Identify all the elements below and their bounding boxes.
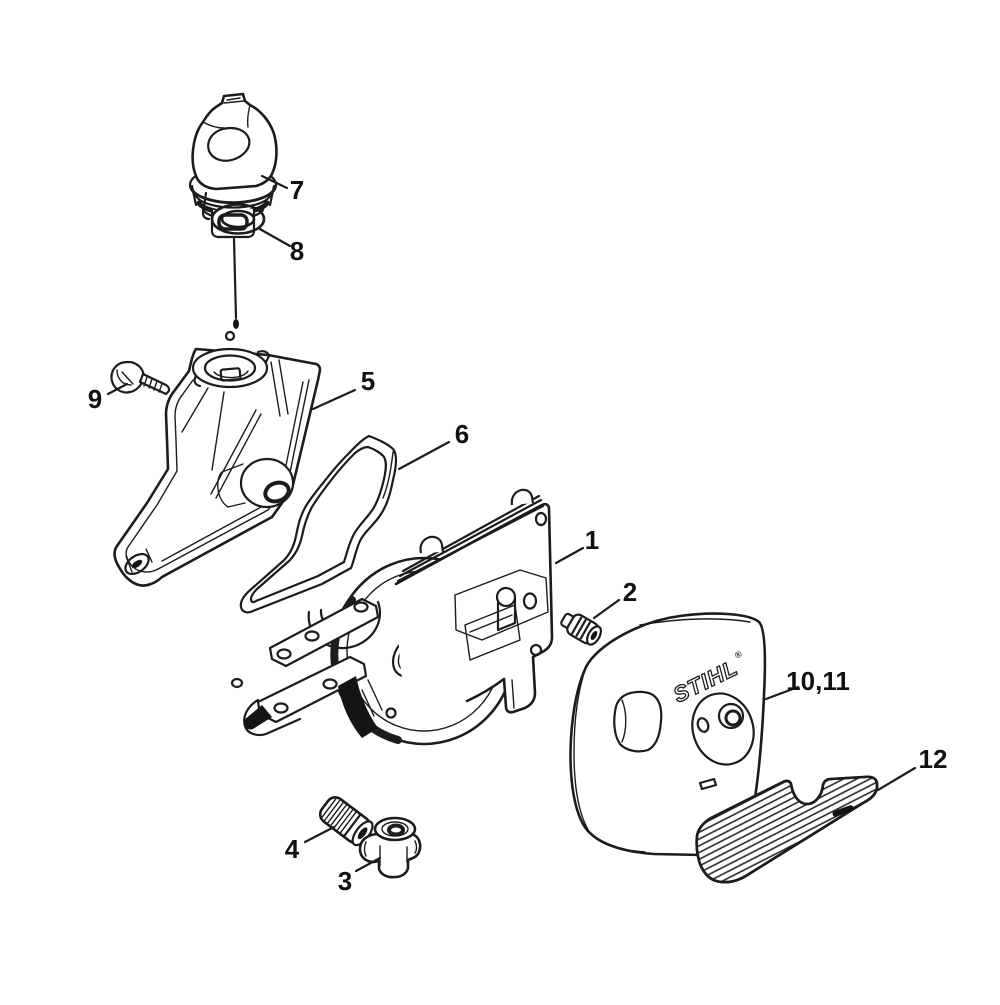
knurled-plug-drawing (318, 796, 374, 847)
callout-4: 4 (285, 834, 300, 864)
callout-3: 3 (338, 866, 352, 896)
leader-line-2 (592, 598, 621, 620)
tank-boss (217, 457, 295, 509)
leader-line-5 (311, 388, 357, 411)
callout-10-11: 10,11 (786, 666, 850, 696)
leader-line-4 (303, 825, 336, 844)
fuel-tank-drawing (113, 347, 322, 587)
leader-line-3 (354, 856, 382, 873)
callout-labels: 1 2 3 4 5 6 7 8 9 10,11 12 (88, 175, 948, 896)
filler-neck (191, 347, 271, 389)
bar-mount-bracket (394, 488, 554, 719)
grip-pad-drawing (695, 775, 879, 884)
leader-line-12 (876, 766, 917, 792)
plug-fitting-drawing (560, 612, 602, 646)
callout-2: 2 (623, 577, 637, 607)
leader-lines (106, 174, 917, 873)
callout-1: 1 (585, 525, 599, 555)
leader-line-1 (554, 546, 585, 565)
tube-clamp (230, 597, 382, 738)
leader-line-7 (260, 174, 289, 190)
callout-7: 7 (290, 175, 304, 205)
gasket-drawing (239, 434, 398, 614)
leader-line-6 (397, 440, 451, 471)
grommet-fitting-drawing (358, 816, 422, 879)
gear-housing-drawing (230, 488, 554, 746)
callout-5: 5 (361, 366, 375, 396)
leader-line-9 (106, 382, 129, 396)
callout-9: 9 (88, 384, 102, 414)
callout-12: 12 (919, 744, 948, 774)
brand-logo-reg-mark: ® (733, 649, 744, 661)
screw-drawing (110, 360, 171, 396)
o-ring-drawing (210, 203, 266, 235)
leader-line-10-11 (764, 685, 800, 701)
callout-6: 6 (455, 419, 469, 449)
callout-8: 8 (290, 236, 304, 266)
leader-line-8 (256, 226, 292, 248)
tether-cord (224, 237, 239, 342)
cover-drawing: STIHL ® (569, 612, 767, 857)
